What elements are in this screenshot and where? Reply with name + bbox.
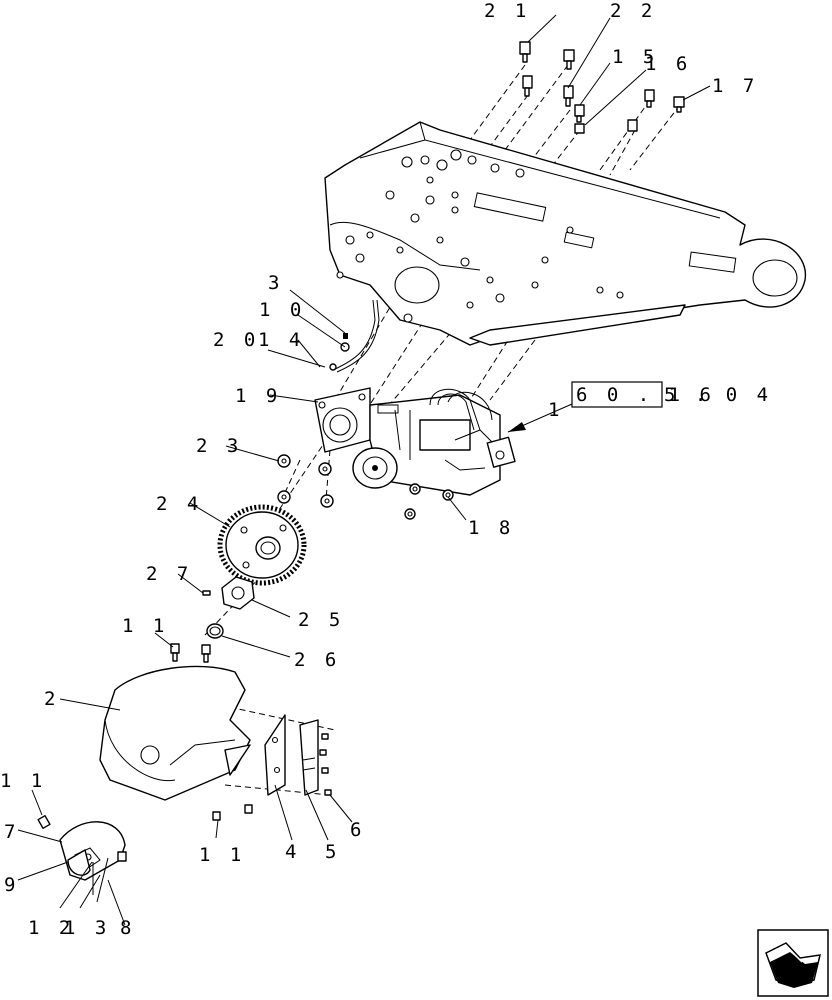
top-bolts: [519, 41, 685, 134]
pump-assembly: [314, 387, 516, 496]
bolt-15b: [574, 123, 585, 134]
callout-9: 9: [4, 874, 19, 896]
callout-13: 1 3: [64, 917, 110, 939]
callout-17: 1 7: [712, 75, 758, 97]
cover-bolts: [170, 643, 211, 663]
callout-15: 1 5: [612, 46, 658, 68]
bolt-22-lower: [563, 85, 574, 107]
nuts: [277, 454, 454, 520]
fittings: [329, 299, 380, 373]
main-frame-plate: [324, 121, 806, 346]
callout-10: 1 0: [259, 299, 305, 321]
callout-27: 2 7: [146, 563, 192, 585]
section-reference-rest-text[interactable]: 5 . 0 4: [664, 384, 772, 406]
lower-guard: [37, 814, 127, 903]
bolt-16b: [627, 119, 638, 132]
next-page-arrow-icon[interactable]: [757, 929, 829, 997]
section-reference[interactable]: 6 0 . 1 6 5 . 0 4: [571, 381, 772, 408]
callout-11-bottom: 1 1: [199, 844, 245, 866]
callout-3: 3: [268, 272, 283, 294]
bolt-21-upper: [519, 41, 531, 63]
callout-21: 2 1: [484, 0, 530, 22]
callout-22: 2 2: [610, 0, 656, 22]
callout-25: 2 5: [298, 609, 344, 631]
callout-14: 1 4: [258, 329, 304, 351]
callout-23: 2 3: [196, 435, 242, 457]
brackets: [212, 714, 332, 821]
callout-2: 2: [44, 688, 59, 710]
callout-12: 1 2: [28, 917, 74, 939]
callout-24: 2 4: [156, 493, 202, 515]
leader-lines: [17, 14, 711, 926]
section-reference-box[interactable]: [571, 381, 663, 408]
callout-18: 1 8: [468, 517, 514, 539]
hub-parts: [202, 576, 255, 639]
callout-11-top: 1 1: [122, 615, 168, 637]
callout-20: 2 0: [213, 329, 259, 351]
bolt-16: [644, 89, 655, 108]
callout-11-left: 1 1: [0, 770, 46, 792]
callout-7: 7: [4, 821, 19, 843]
callout-4: 4: [285, 841, 300, 863]
callout-8: 8: [120, 917, 135, 939]
callout-1: 1: [548, 399, 563, 421]
bolt-17: [673, 96, 685, 113]
cover: [99, 665, 251, 801]
bolt-22-upper: [563, 49, 575, 70]
callout-5: 5: [325, 841, 340, 863]
bolt-15: [574, 104, 585, 123]
callout-16: 1 6: [645, 53, 691, 75]
callout-26: 2 6: [294, 649, 340, 671]
callout-6: 6: [350, 819, 365, 841]
section-reference-boxed-text[interactable]: 6 0 . 1 6: [576, 384, 715, 406]
callout-19: 1 9: [235, 385, 281, 407]
bolt-21-lower: [522, 75, 533, 97]
gear: [217, 504, 307, 586]
callout-labels: 2 1 2 2 1 5 1 6 1 7 3 1 0 2 0 1 4 1 9 1 …: [0, 0, 758, 939]
